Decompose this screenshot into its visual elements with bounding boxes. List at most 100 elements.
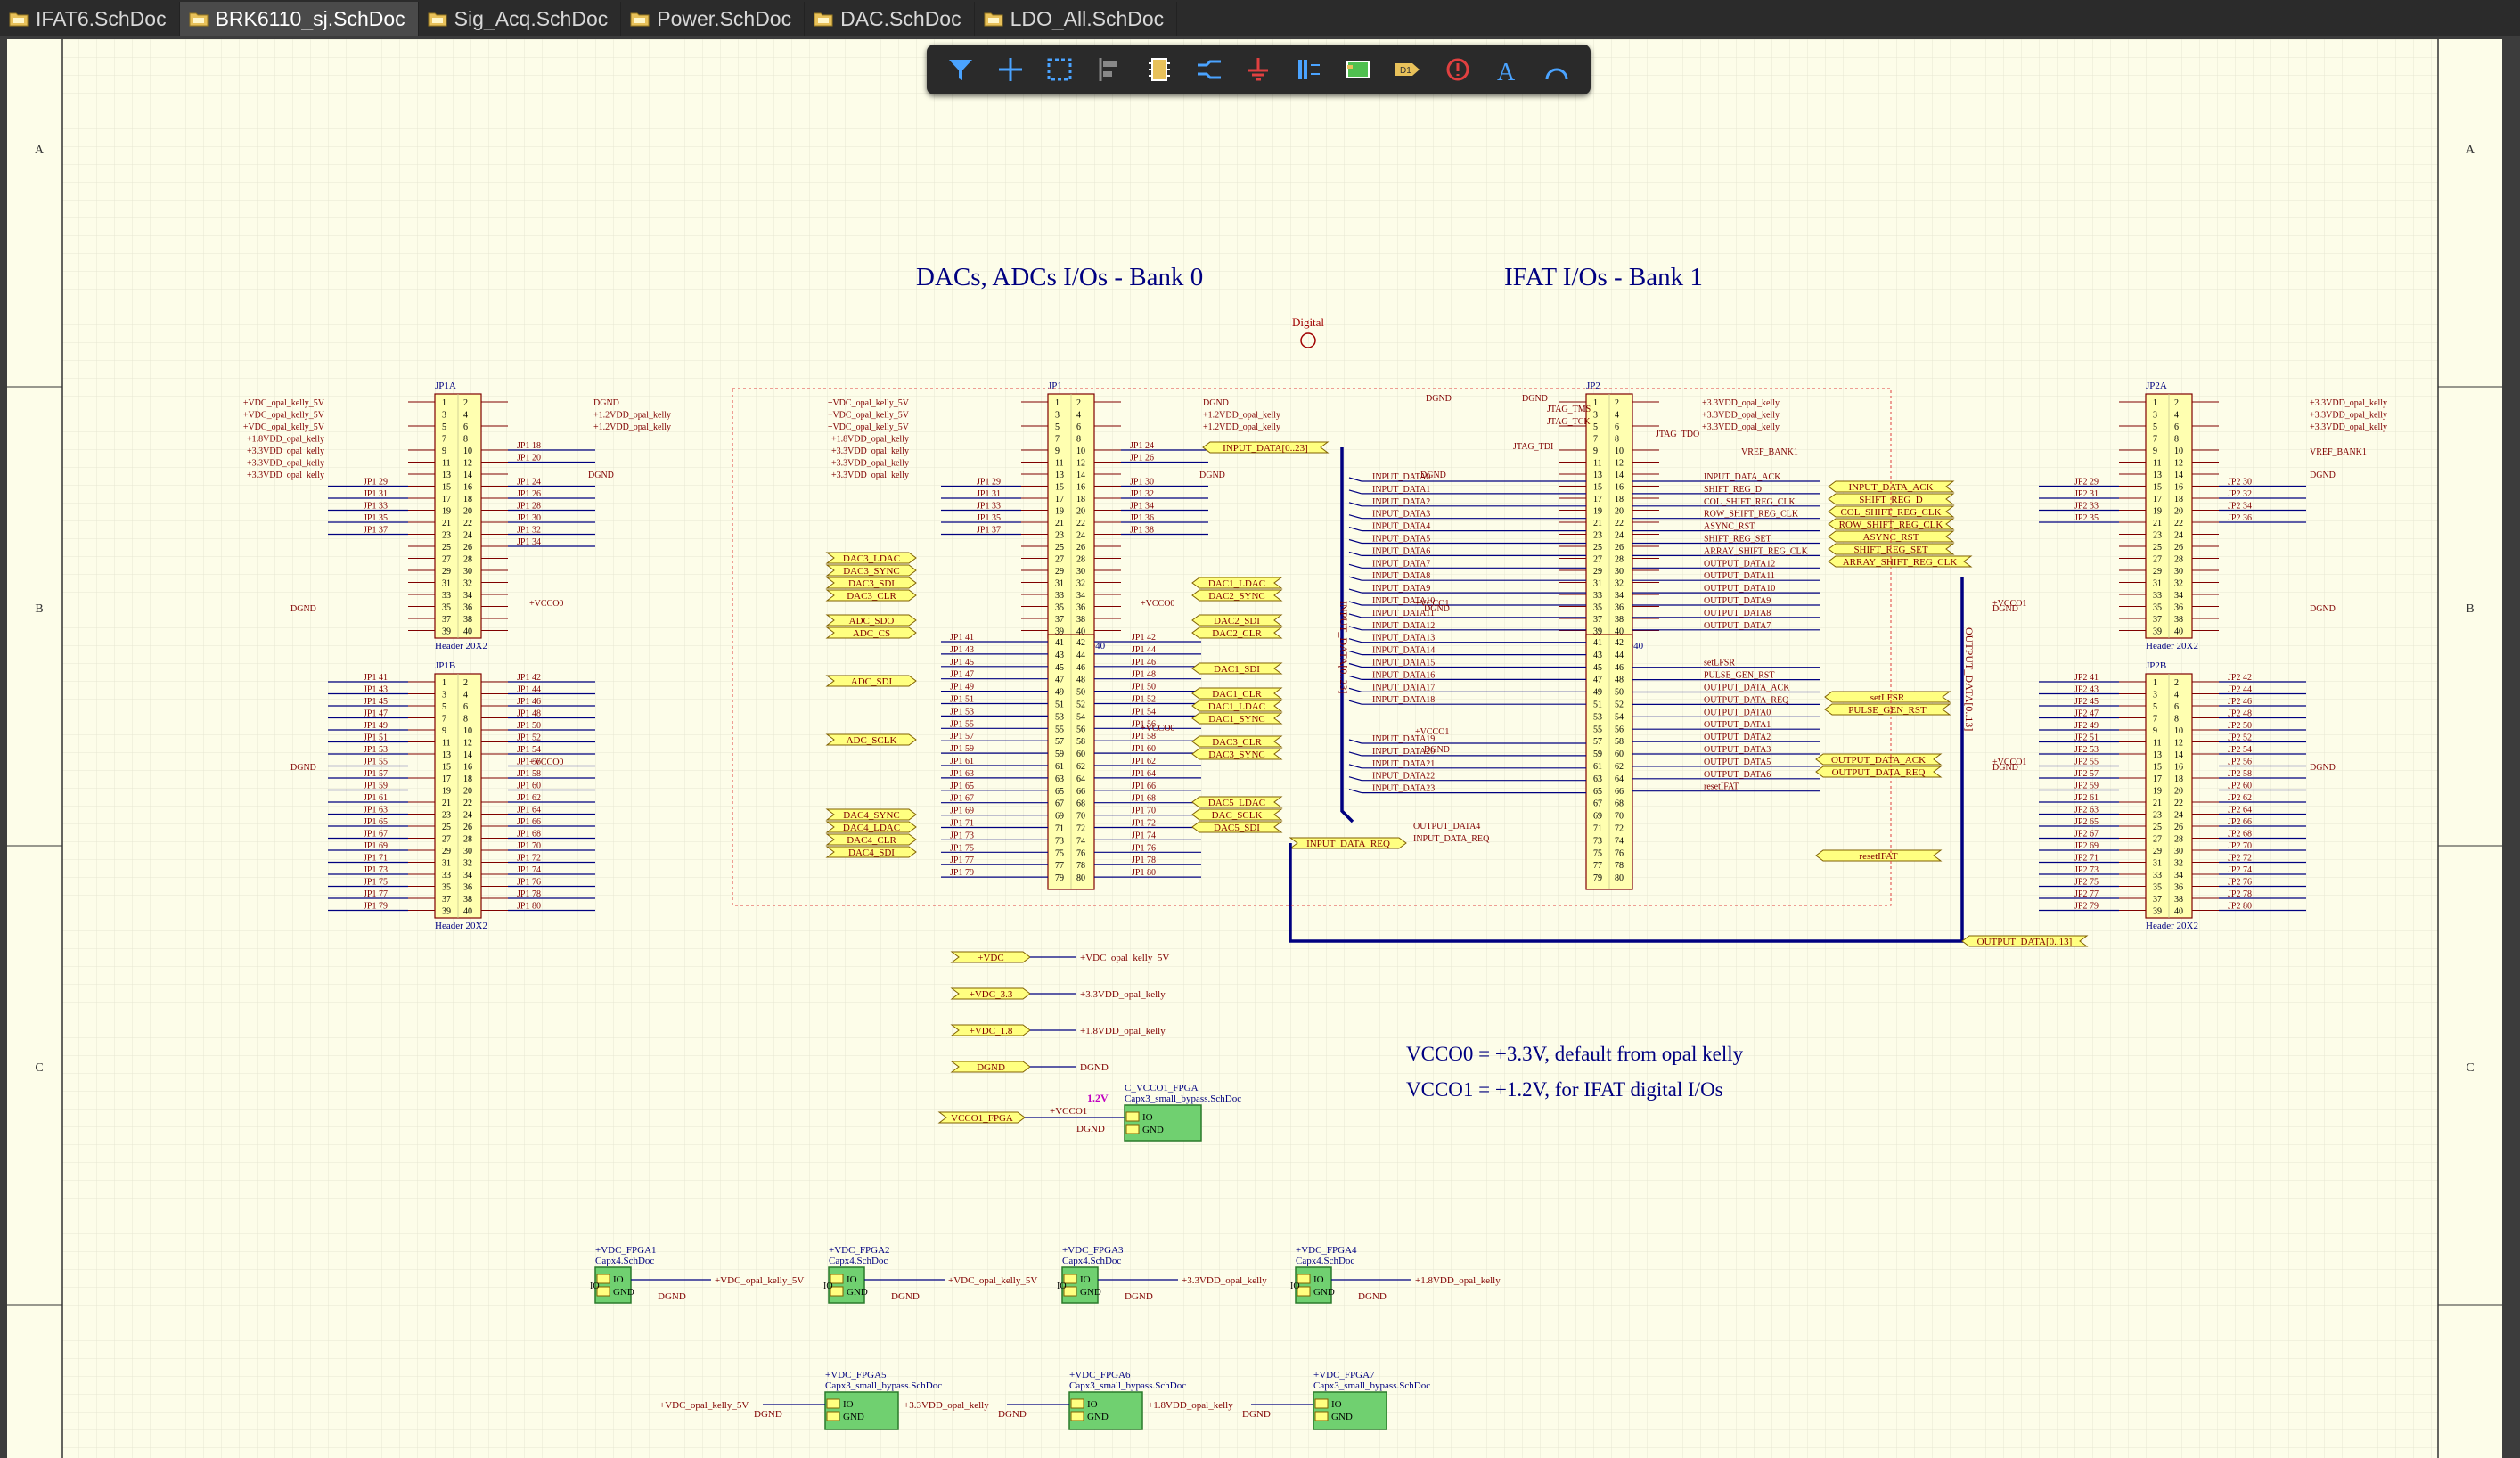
pin-number: 29	[2153, 567, 2162, 577]
sheet-symbol-body[interactable]	[1295, 1266, 1332, 1304]
sheet-symbol-body[interactable]	[594, 1266, 632, 1304]
net-label: OUTPUT_DATA4	[1413, 822, 1480, 831]
power-net-label: +3.3VDD_opal_kelly	[2310, 411, 2387, 421]
port: DAC_SCLK	[1191, 808, 1283, 821]
net-label: JP2 45	[2074, 697, 2099, 707]
arc-button[interactable]	[1537, 50, 1576, 89]
filter-button[interactable]	[941, 50, 980, 89]
power-net-label: +VDC_opal_kelly_5V	[659, 1400, 749, 1411]
power-net-label: +VCCO0	[1141, 724, 1174, 733]
sheet-symbol-body[interactable]	[828, 1266, 865, 1304]
pin-number: 51	[1055, 700, 1064, 710]
pin-number: 23	[2153, 531, 2162, 541]
pin-number: 38	[2174, 895, 2183, 905]
sheet-symbol-body[interactable]	[1313, 1391, 1387, 1430]
select-rect-button[interactable]	[1040, 50, 1079, 89]
sheet-symbol-body[interactable]	[824, 1391, 899, 1430]
pin-number: 13	[442, 750, 451, 760]
sheet-symbol-body[interactable]	[1061, 1266, 1099, 1304]
port-label: +VDC_1.8	[970, 1026, 1013, 1036]
net-label: INPUT_DATA19	[1372, 734, 1435, 744]
tab-power-schdoc[interactable]: Power.SchDoc	[621, 2, 806, 36]
sheet-entry-label: IO	[613, 1274, 624, 1285]
tab-ifat6-schdoc[interactable]: IFAT6.SchDoc	[0, 2, 180, 36]
sheet-symbol[interactable]: C_VCCO1_FPGACapx3_small_bypass.SchDocIOG…	[1124, 1083, 1241, 1142]
pin-number: 18	[463, 774, 472, 784]
bus-button[interactable]	[1289, 50, 1328, 89]
pin-number: 35	[442, 603, 451, 613]
pin-number: 74	[1076, 836, 1085, 846]
note-vcco1: VCCO1 = +1.2V, for IFAT digital I/Os	[1406, 1078, 1723, 1101]
pin-number: 14	[2174, 471, 2183, 480]
power-port-button[interactable]	[1239, 50, 1278, 89]
pin-number: 5	[442, 422, 446, 432]
net-label: JP2 35	[2074, 513, 2099, 523]
port-label: DAC1_LDAC	[1208, 578, 1265, 589]
port-label: OUTPUT_DATA[0..13]	[1977, 937, 2073, 947]
pin-number: 24	[2174, 811, 2183, 821]
place-cross-button[interactable]	[991, 50, 1030, 89]
no-erc-button[interactable]	[1438, 50, 1477, 89]
wire-button[interactable]	[1190, 50, 1229, 89]
bus-entry	[1348, 551, 1362, 556]
net-label: JP1 71	[364, 854, 388, 864]
net-label: JP1 37	[977, 526, 1001, 536]
sheet-symbol-body[interactable]	[1068, 1391, 1143, 1430]
pin-number: 4	[463, 691, 468, 700]
net-label: JP1 78	[517, 889, 541, 899]
sheet-symbol-body[interactable]	[1124, 1104, 1202, 1142]
pin-number: 23	[442, 531, 451, 541]
net-label: JP1 65	[364, 817, 388, 827]
net-label: JP1 64	[1132, 769, 1156, 779]
port-shape	[937, 1111, 1026, 1124]
tab-ldo-all-schdoc[interactable]: LDO_All.SchDoc	[975, 2, 1178, 36]
net-label: JP1 76	[517, 878, 541, 888]
net-label: JP2 78	[2228, 889, 2252, 899]
net-label: INPUT_DATA22	[1372, 772, 1435, 782]
digital-label: Digital	[1292, 315, 1324, 329]
pin-number: 20	[463, 507, 472, 517]
net-label: JP2 58	[2228, 769, 2252, 779]
align-button[interactable]	[1090, 50, 1129, 89]
net-label: JP2 50	[2228, 721, 2252, 731]
text-button[interactable]: A	[1487, 50, 1526, 89]
tab-brk6110-sj-schdoc[interactable]: BRK6110_sj.SchDoc	[179, 2, 419, 36]
power-net-label: +VCCO1	[1050, 1106, 1087, 1117]
port-label: DAC4_LDAC	[843, 823, 900, 833]
tab-sig-acq-schdoc[interactable]: Sig_Acq.SchDoc	[419, 2, 622, 36]
net-label: OUTPUT_DATA0	[1704, 708, 1771, 717]
net-label: JP1 44	[1132, 645, 1156, 655]
net-label: JP1 70	[1132, 807, 1156, 816]
bus-entry	[1348, 502, 1362, 507]
net-label: JP2 49	[2074, 721, 2099, 731]
sheet-symbol-button[interactable]	[1338, 50, 1378, 89]
port-button[interactable]: D1	[1388, 50, 1428, 89]
net-label: JP1 71	[950, 819, 974, 829]
net-label: JP1 56	[1132, 719, 1156, 729]
sheet-filename: Capx3_small_bypass.SchDoc	[825, 1380, 942, 1391]
port-shape	[1191, 589, 1283, 602]
bus-label: OUTPUT_DATA[0..13]	[1963, 627, 1976, 731]
component-button[interactable]	[1140, 50, 1179, 89]
pin-number: 5	[2153, 702, 2157, 712]
tab-dac-schdoc[interactable]: DAC.SchDoc	[805, 2, 975, 36]
pin-number: 29	[1055, 567, 1064, 577]
pin-number: 57	[1593, 737, 1602, 747]
power-net-label: +3.3VDD_opal_kelly	[831, 459, 909, 469]
text-icon: A	[1497, 59, 1516, 85]
sheet-entry	[596, 1274, 610, 1284]
pin-number: 30	[1615, 567, 1624, 577]
sheet-entry	[1125, 1111, 1140, 1122]
